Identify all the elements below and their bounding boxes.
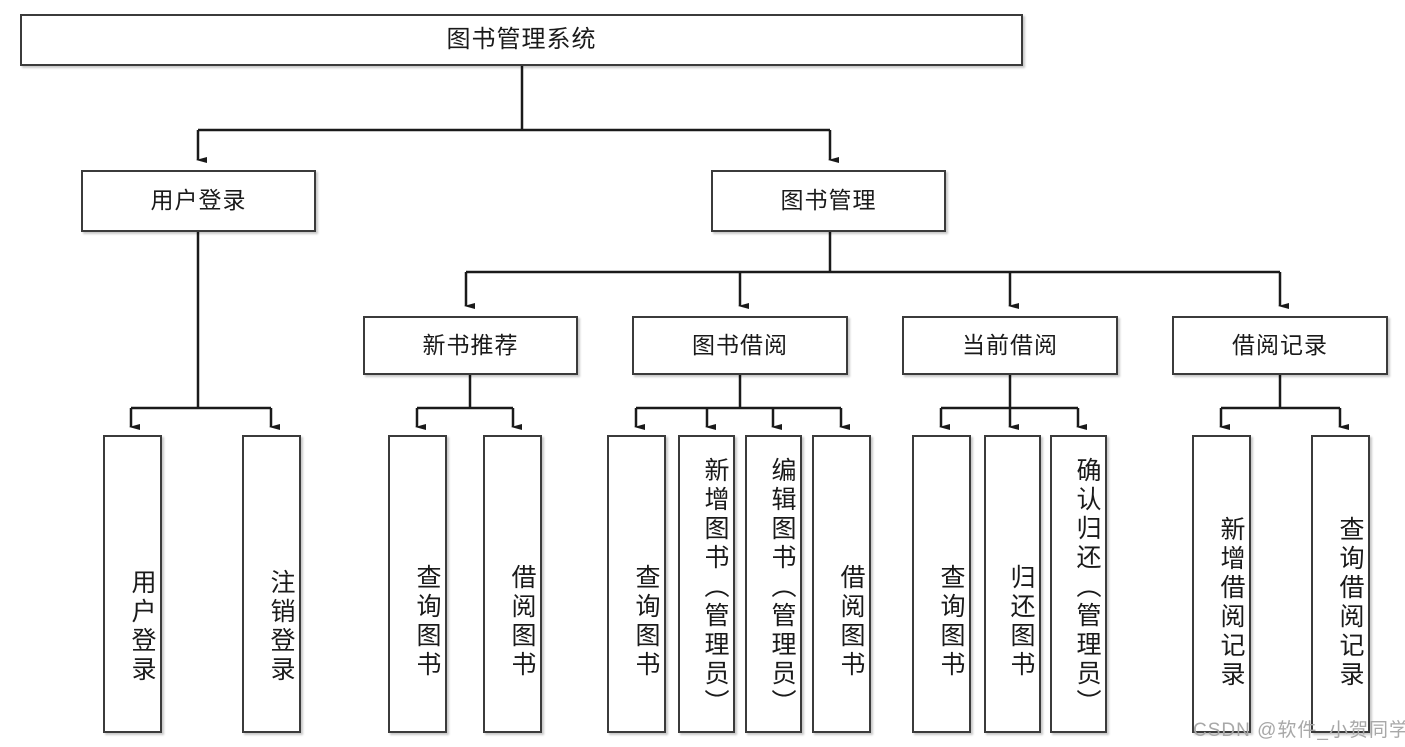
leaf-confirm-return[interactable]: 确认归还（管理员）	[1050, 435, 1107, 733]
leaf-add-record[interactable]: 新增借阅记录	[1192, 435, 1251, 733]
node-current-borrow[interactable]: 当前借阅	[902, 316, 1118, 375]
watermark-label: CSDN @软件_小贺同学	[1193, 720, 1405, 741]
node-root-system[interactable]: 图书管理系统	[20, 14, 1023, 66]
leaf-borrow-book-1[interactable]: 借阅图书	[483, 435, 542, 733]
leaf-query-book-3[interactable]: 查询图书	[912, 435, 971, 733]
leaf-query-record[interactable]: 查询借阅记录	[1311, 435, 1370, 733]
leaf-return-book[interactable]: 归还图书	[984, 435, 1041, 733]
node-book-management[interactable]: 图书管理	[711, 170, 946, 232]
leaf-edit-book[interactable]: 编辑图书（管理员）	[745, 435, 802, 733]
leaf-query-book-1[interactable]: 查询图书	[388, 435, 447, 733]
leaf-logout[interactable]: 注销登录	[242, 435, 301, 733]
node-borrow-record[interactable]: 借阅记录	[1172, 316, 1388, 375]
leaf-add-book[interactable]: 新增图书（管理员）	[678, 435, 735, 733]
leaf-user-login[interactable]: 用户登录	[103, 435, 162, 733]
leaf-query-book-2[interactable]: 查询图书	[607, 435, 666, 733]
node-new-book-recommend[interactable]: 新书推荐	[363, 316, 578, 375]
leaf-borrow-book-2[interactable]: 借阅图书	[812, 435, 871, 733]
node-user-login[interactable]: 用户登录	[81, 170, 316, 232]
node-book-borrow[interactable]: 图书借阅	[632, 316, 848, 375]
